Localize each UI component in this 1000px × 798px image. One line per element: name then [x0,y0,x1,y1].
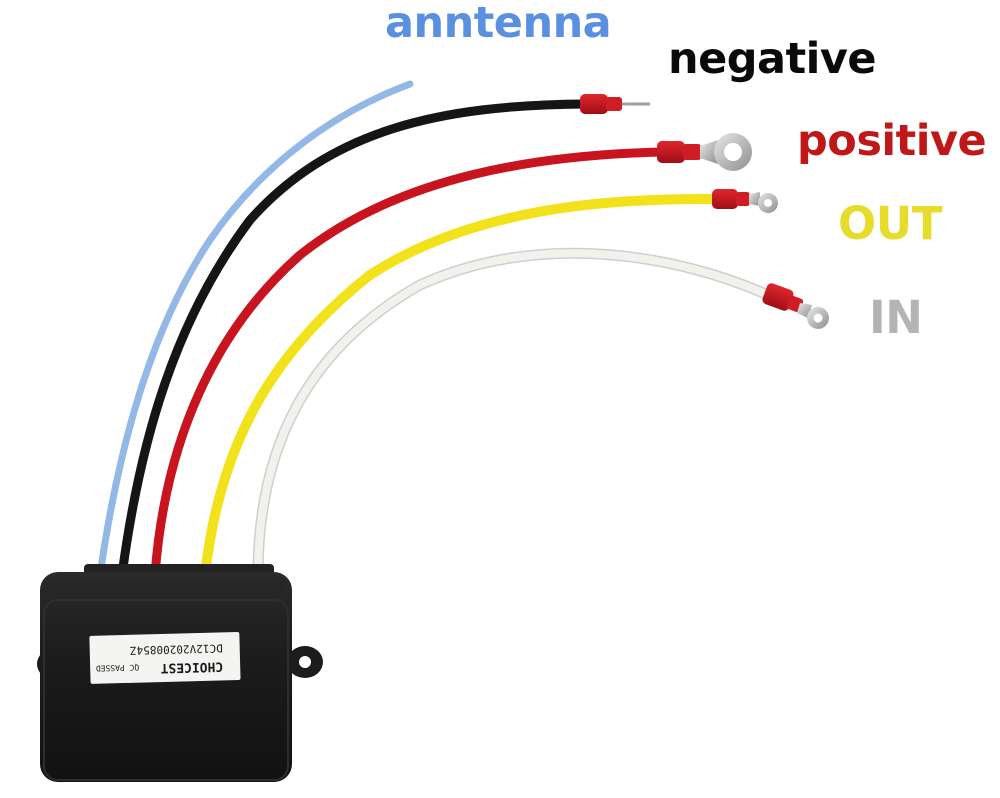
receiver-box: CHOICEST QC PASSED DC12V20200854Z [37,564,323,782]
positive-label: positive [797,116,987,166]
model-text: DC12V20200854Z [129,641,222,656]
wire-in [252,247,776,581]
wire-negative [117,99,590,580]
wire-antenna [96,80,414,579]
in-label: IN [869,291,923,344]
negative-pin-terminal [580,94,650,114]
out-label: OUT [838,197,943,250]
wire-positive [150,147,667,580]
qc-text: QC PASSED [96,663,140,673]
positive-ring-terminal [657,133,752,171]
brand-text: CHOICEST [160,658,223,675]
wire-out [200,193,720,580]
out-ring-terminal [712,189,778,213]
device-sticker: CHOICEST QC PASSED DC12V20200854Z [89,632,241,684]
negative-label: negative [668,34,877,84]
in-ring-terminal [762,283,829,329]
antenna-label: anntenna [385,0,612,48]
